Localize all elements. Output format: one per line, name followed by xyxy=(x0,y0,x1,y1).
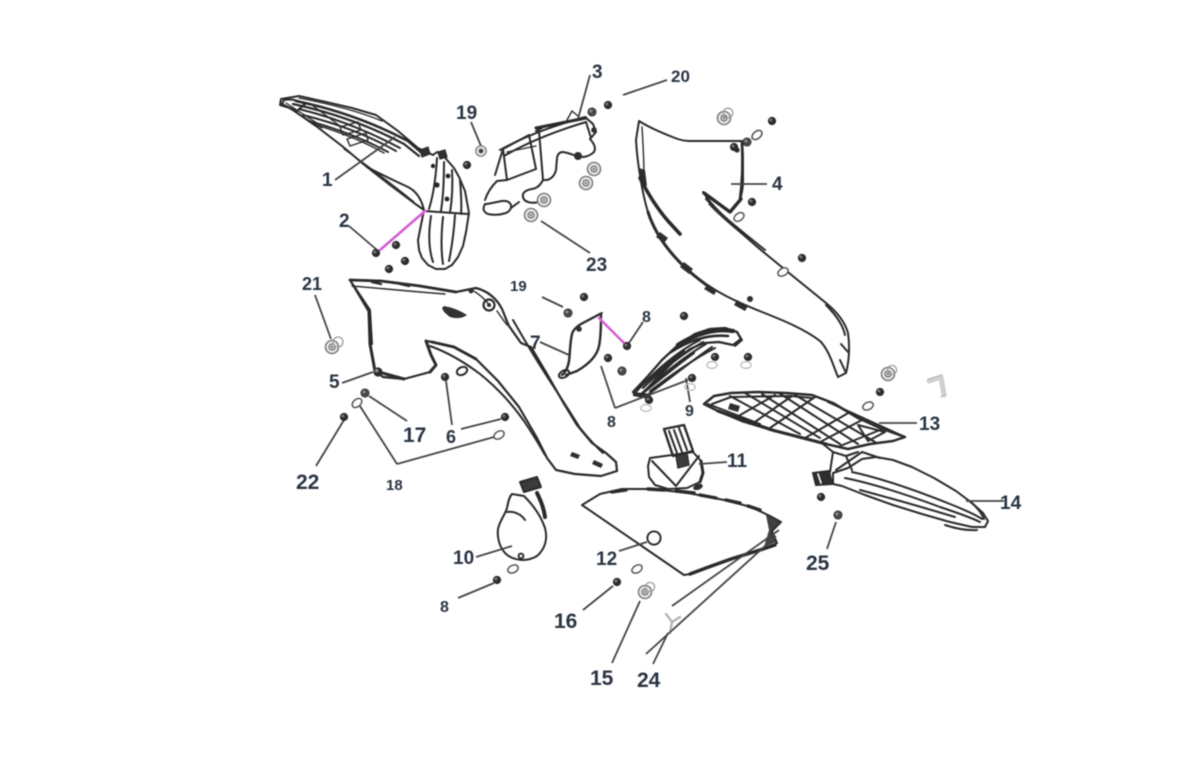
svg-text:13: 13 xyxy=(919,414,940,435)
svg-text:24: 24 xyxy=(637,669,661,692)
svg-text:17: 17 xyxy=(403,424,426,447)
svg-text:11: 11 xyxy=(727,451,748,472)
svg-text:3: 3 xyxy=(592,62,603,83)
svg-text:4: 4 xyxy=(772,174,783,195)
svg-text:1: 1 xyxy=(322,170,333,191)
svg-text:19: 19 xyxy=(510,278,527,295)
svg-text:6: 6 xyxy=(446,427,456,447)
svg-text:19: 19 xyxy=(456,103,477,124)
svg-text:20: 20 xyxy=(671,67,690,86)
svg-text:10: 10 xyxy=(453,548,474,569)
svg-text:12: 12 xyxy=(596,549,617,570)
svg-text:25: 25 xyxy=(806,552,830,575)
svg-text:22: 22 xyxy=(296,471,319,494)
svg-text:16: 16 xyxy=(554,610,577,633)
svg-text:7: 7 xyxy=(530,333,541,354)
svg-text:21: 21 xyxy=(302,274,322,294)
svg-text:15: 15 xyxy=(590,667,614,690)
svg-text:18: 18 xyxy=(386,477,403,494)
svg-text:8: 8 xyxy=(607,414,616,431)
svg-text:14: 14 xyxy=(1000,493,1022,514)
svg-text:8: 8 xyxy=(440,599,449,616)
svg-text:2: 2 xyxy=(339,211,350,232)
svg-text:5: 5 xyxy=(329,372,340,393)
svg-text:23: 23 xyxy=(586,255,607,276)
svg-text:8: 8 xyxy=(642,309,651,326)
svg-text:9: 9 xyxy=(685,403,694,420)
